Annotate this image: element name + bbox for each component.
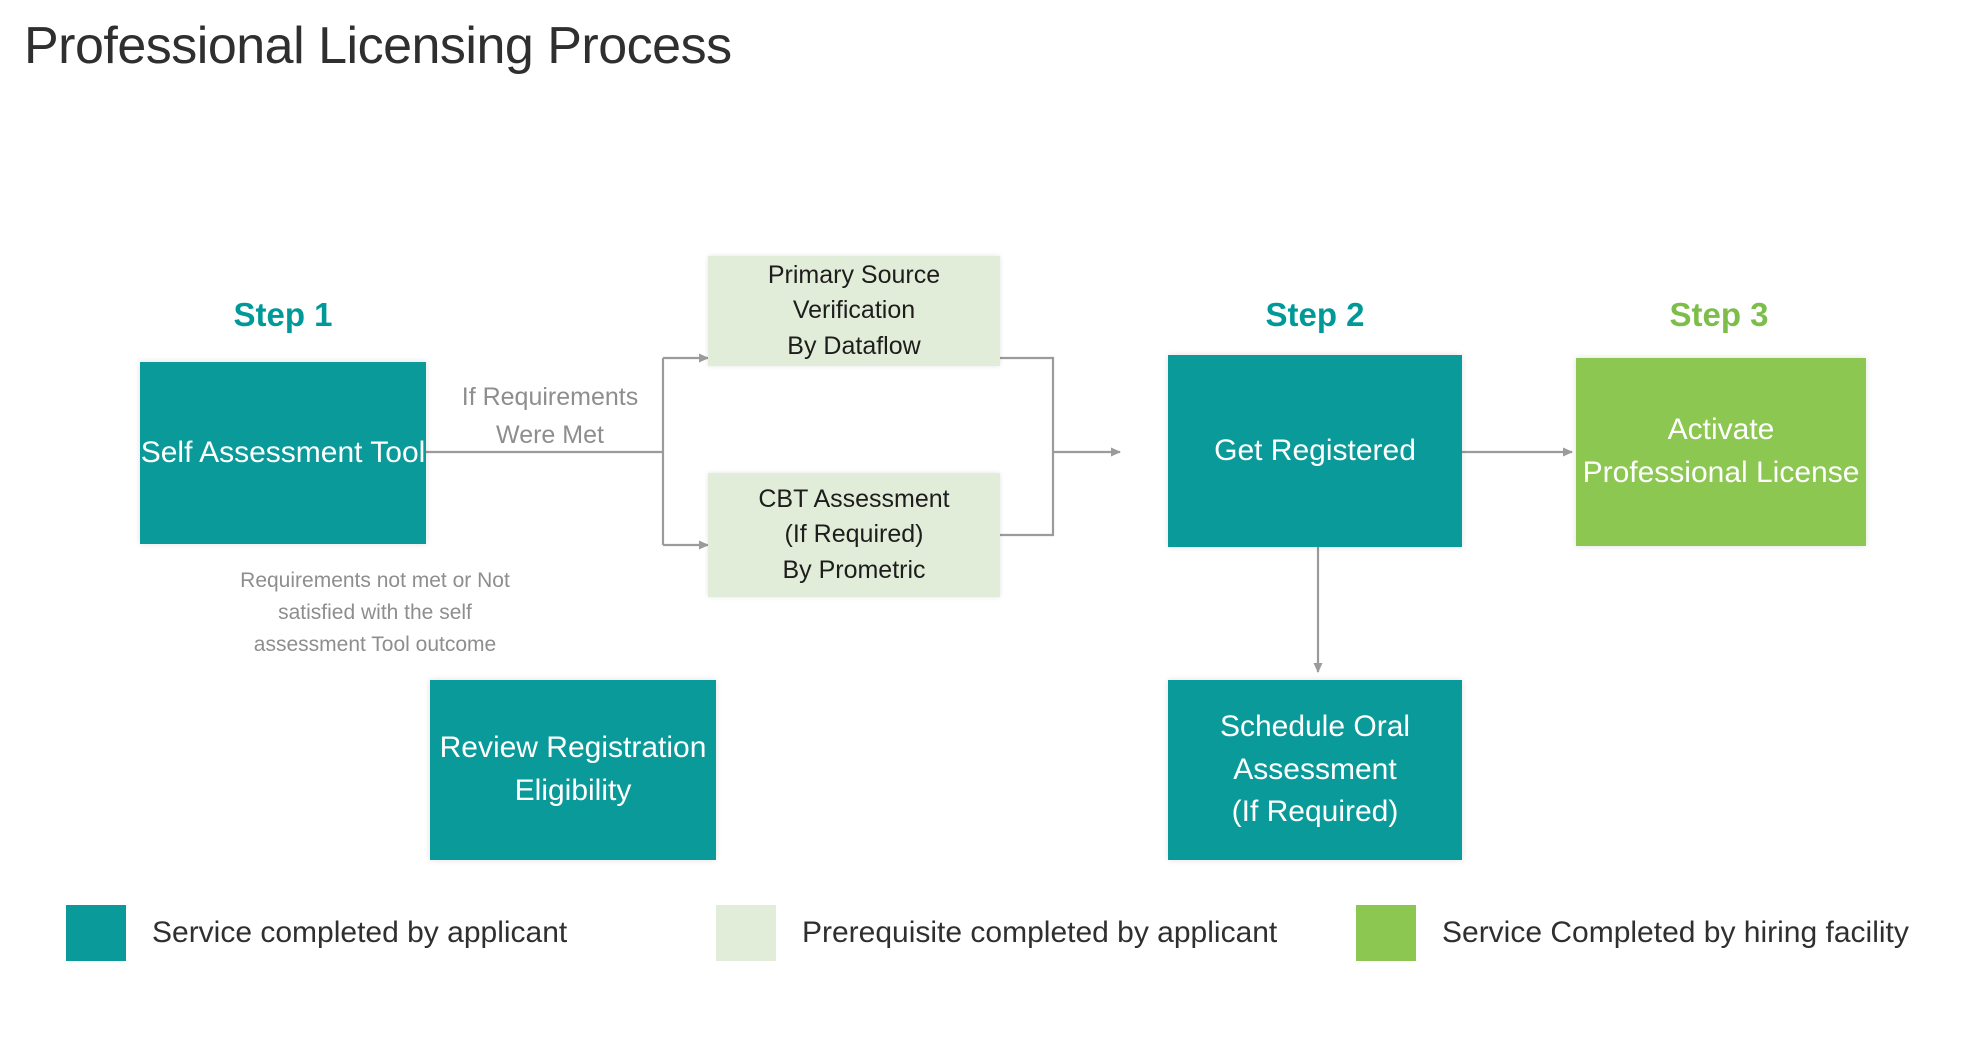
step-caption-2: Step 2: [1265, 296, 1365, 333]
legend-item-service-by-hiring-facility: Service Completed by hiring facility: [1356, 905, 1909, 961]
page-title: Professional Licensing Process: [24, 17, 732, 75]
node-activate-professional-license-line-1: Activate: [1667, 413, 1775, 447]
node-cbt-assessment-line-2: (If Required): [784, 520, 924, 549]
step-caption-3: Step 3: [1669, 296, 1769, 333]
node-primary-source-verification-line-2: By Dataflow: [787, 331, 921, 360]
edge-label-requirements-met-line-1: If Requirements: [461, 383, 639, 411]
node-schedule-oral-assessment[interactable]: Schedule Oral Assessment (If Required): [1168, 680, 1462, 860]
legend-label-service-by-hiring-facility: Service Completed by hiring facility: [1442, 916, 1909, 949]
legend-swatch-light-green: [716, 905, 776, 961]
node-review-registration-eligibility-line-1: Review Registration: [439, 731, 707, 765]
node-schedule-oral-assessment-line-2: Assessment: [1233, 752, 1397, 786]
node-self-assessment-tool[interactable]: Self Assessment Tool: [140, 362, 426, 544]
legend-label-prerequisite-by-applicant: Prerequisite completed by applicant: [802, 916, 1278, 949]
legend-label-service-by-applicant: Service completed by applicant: [152, 916, 568, 949]
node-primary-source-verification-line-1: Primary Source Verification: [767, 260, 941, 325]
node-activate-professional-license[interactable]: Activate Professional License: [1576, 358, 1866, 546]
node-get-registered-line-1: Get Registered: [1214, 433, 1416, 467]
node-cbt-assessment-line-1: CBT Assessment: [758, 484, 950, 513]
node-schedule-oral-assessment-line-3: (If Required): [1231, 795, 1399, 829]
node-get-registered[interactable]: Get Registered: [1168, 355, 1462, 547]
wire-merge-bus: [1000, 356, 1055, 537]
node-review-registration-eligibility[interactable]: Review Registration Eligibility: [430, 680, 716, 860]
node-schedule-oral-assessment-line-1: Schedule Oral: [1219, 710, 1411, 744]
edge-label-requirements-not-met-line-1: Requirements not met: [240, 569, 447, 592]
legend-swatch-green: [1356, 905, 1416, 961]
legend-swatch-teal: [66, 905, 126, 961]
step-caption-1: Step 1: [233, 296, 333, 333]
edge-label-requirements-not-met-line-2: or: [452, 569, 472, 592]
node-primary-source-verification[interactable]: Primary Source Verification By Dataflow: [708, 256, 1000, 366]
node-activate-professional-license-line-2: Professional License: [1582, 456, 1860, 489]
edge-label-requirements-met-line-2: Were Met: [496, 421, 604, 449]
edge-label-requirements-not-met-line-4: assessment Tool outcome: [253, 632, 497, 656]
node-cbt-assessment[interactable]: CBT Assessment (If Required) By Prometri…: [708, 473, 1000, 597]
node-cbt-assessment-line-3: By Prometric: [782, 555, 926, 584]
legend-item-service-by-applicant: Service completed by applicant: [66, 905, 567, 961]
legend-item-prerequisite-by-applicant: Prerequisite completed by applicant: [716, 905, 1277, 961]
node-self-assessment-tool-line-1: Self Assessment Tool: [140, 435, 426, 469]
node-review-registration-eligibility-line-2: Eligibility: [514, 774, 632, 807]
edge-label-requirements-not-met-line-3: Not satisfied with the self: [278, 569, 510, 624]
edge-label-requirements-not-met: Requirements not met or Not satisfied wi…: [230, 565, 520, 661]
legend: Service completed by applicant Prerequis…: [0, 905, 1978, 975]
edge-label-requirements-met: If Requirements Were Met: [440, 378, 660, 454]
